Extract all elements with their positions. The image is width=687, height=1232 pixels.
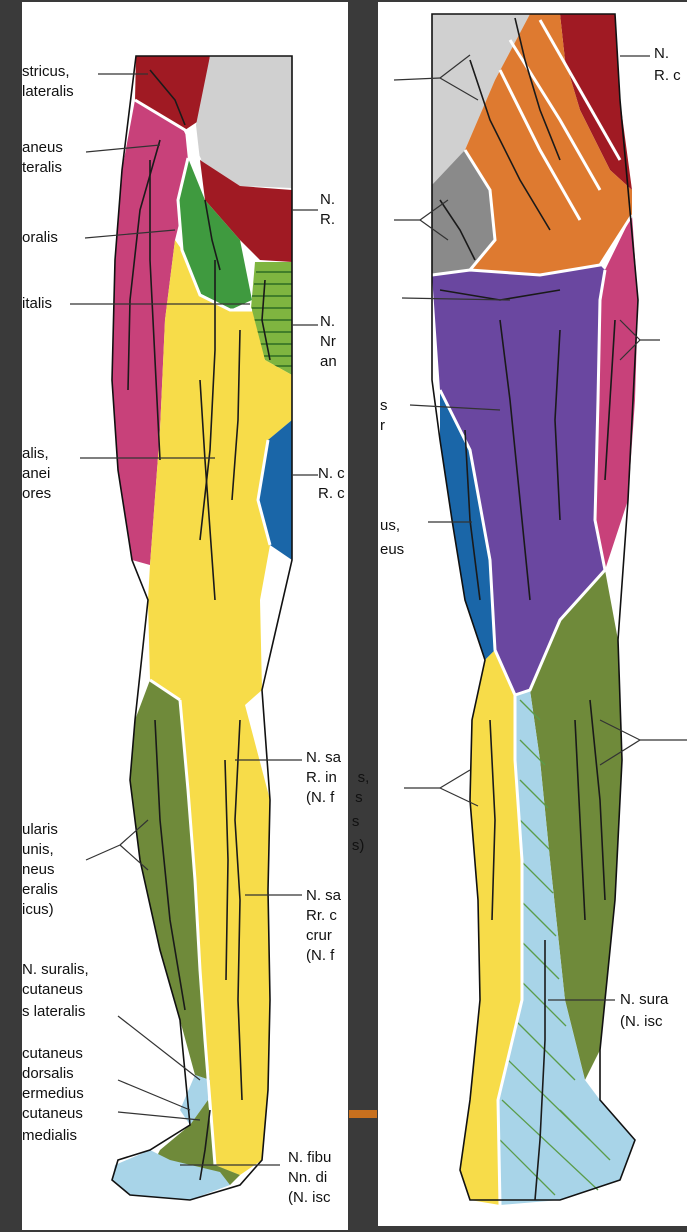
label-l1-line1: stricus, [22, 63, 70, 80]
label-r2-line2: Nr [320, 333, 336, 350]
label-a1-line1: N. [654, 45, 669, 62]
label-a1-line2: R. c [654, 67, 681, 84]
label-l6-line5: icus) [22, 901, 54, 918]
label-r5-line4: (N. f [306, 947, 335, 964]
label-r3-line1: N. c [318, 465, 345, 482]
label-a3-line2: eus [380, 541, 404, 558]
label-r2-line1: N. [320, 313, 335, 330]
label-r4-line3: (N. f s [306, 789, 363, 806]
label-r1-line2: R. [320, 211, 335, 228]
label-r4-line1: N. sa [306, 749, 342, 766]
label-r5-line2: Rr. c [306, 907, 337, 924]
label-l6-line3: neus [22, 861, 55, 878]
label-r5-line3: crur [306, 927, 332, 944]
label-l6-line1: ularis [22, 821, 58, 838]
artifact-mark [349, 1110, 377, 1118]
label-l5-line2: anei [22, 465, 50, 482]
label-a2-line2: r [380, 417, 385, 434]
label-a3-line1: us, [380, 517, 400, 534]
label-l5-line1: alis, [22, 445, 49, 462]
label-l3-line1: oralis [22, 229, 58, 246]
label-r4-line5: s) [306, 837, 364, 854]
label-l7-line2: cutaneus [22, 981, 83, 998]
label-l6-line2: unis, [22, 841, 54, 858]
label-a4-line1: N. sura [620, 991, 669, 1008]
label-l8-line4: cutaneus [22, 1105, 83, 1122]
label-l8-line5: medialis [22, 1127, 77, 1144]
label-l7-line1: N. suralis, [22, 961, 89, 978]
label-l4-line1: italis [22, 295, 52, 312]
label-l8-line1: cutaneus [22, 1045, 83, 1062]
label-r6-line1: N. fibu [288, 1149, 331, 1166]
label-l1-line2: lateralis [22, 83, 74, 100]
label-a2-line1: s [380, 397, 388, 414]
label-a4-line2: (N. isc [620, 1013, 663, 1030]
label-l5-line3: ores [22, 485, 51, 502]
label-r6-line3: (N. isc [288, 1189, 331, 1206]
label-l7-line3: s lateralis [22, 1003, 85, 1020]
label-r5-line1: N. sa [306, 887, 342, 904]
label-r6-line2: Nn. di [288, 1169, 327, 1186]
label-r4-line4: s [306, 813, 359, 830]
label-r1-line1: N. [320, 191, 335, 208]
label-l8-line2: dorsalis [22, 1065, 74, 1082]
label-l2-line2: teralis [22, 159, 62, 176]
label-l6-line4: eralis [22, 881, 58, 898]
label-l8-line3: ermedius [22, 1085, 84, 1102]
label-l2-line1: aneus [22, 139, 63, 156]
label-r2-line3: an [320, 353, 337, 370]
label-r4-line2: R. in s, [306, 769, 369, 786]
label-r3-line2: R. c [318, 485, 345, 502]
